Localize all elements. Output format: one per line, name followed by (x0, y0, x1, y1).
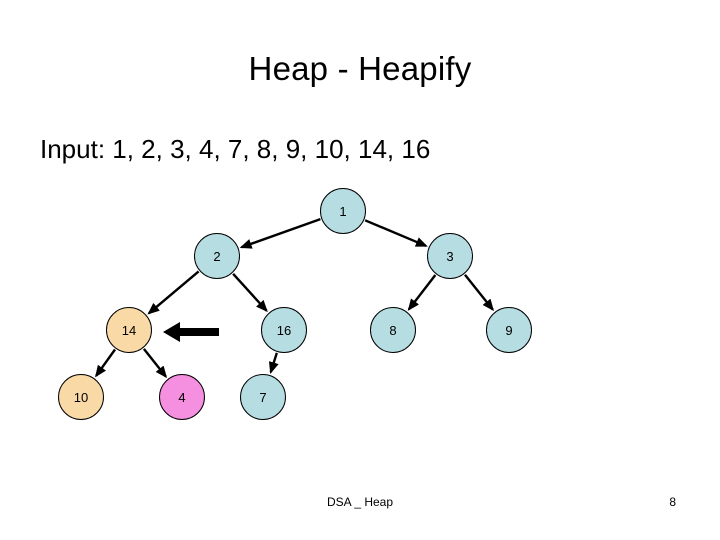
tree-node-2[interactable]: 2 (194, 233, 240, 279)
tree-node-16[interactable]: 16 (261, 307, 307, 353)
tree-edge-3-to-9 (464, 274, 494, 312)
tree-node-10[interactable]: 10 (58, 374, 104, 420)
tree-edge-14-to-4 (142, 348, 168, 379)
heapify-pointer-icon (163, 322, 219, 342)
tree-node-label: 8 (389, 322, 397, 338)
tree-node-label: 4 (178, 389, 186, 405)
tree-node-1[interactable]: 1 (320, 188, 366, 234)
tree-node-label: 1 (339, 203, 347, 219)
tree-edge-3-to-8 (407, 274, 437, 311)
tree-node-label: 14 (121, 322, 137, 338)
tree-node-label: 2 (213, 248, 221, 264)
tree-node-label: 10 (73, 389, 89, 405)
tree-edge-2-to-16 (232, 272, 268, 313)
tree-node-9[interactable]: 9 (486, 307, 532, 353)
tree-node-8[interactable]: 8 (370, 307, 416, 353)
tree-node-14[interactable]: 14 (106, 307, 152, 353)
tree-edge-14-to-10 (95, 348, 116, 378)
tree-node-label: 9 (505, 322, 513, 338)
tree-edge-2-to-14 (147, 270, 200, 315)
footer-label: DSA _ Heap (326, 495, 394, 509)
tree-node-label: 3 (446, 248, 454, 264)
tree-node-label: 7 (259, 389, 267, 405)
tree-edge-1-to-3 (364, 219, 428, 248)
page-number: 8 (669, 495, 676, 509)
page-title: Heap - Heapify (248, 50, 472, 87)
tree-edge-16-to-7 (268, 352, 279, 375)
tree-edge-1-to-2 (239, 217, 321, 249)
tree-node-4[interactable]: 4 (159, 374, 205, 420)
tree-node-label: 16 (276, 322, 292, 338)
input-sequence-text: Input: 1, 2, 3, 4, 7, 8, 9, 10, 14, 16 (40, 134, 431, 164)
tree-node-7[interactable]: 7 (240, 374, 286, 420)
tree-node-3[interactable]: 3 (427, 233, 473, 279)
